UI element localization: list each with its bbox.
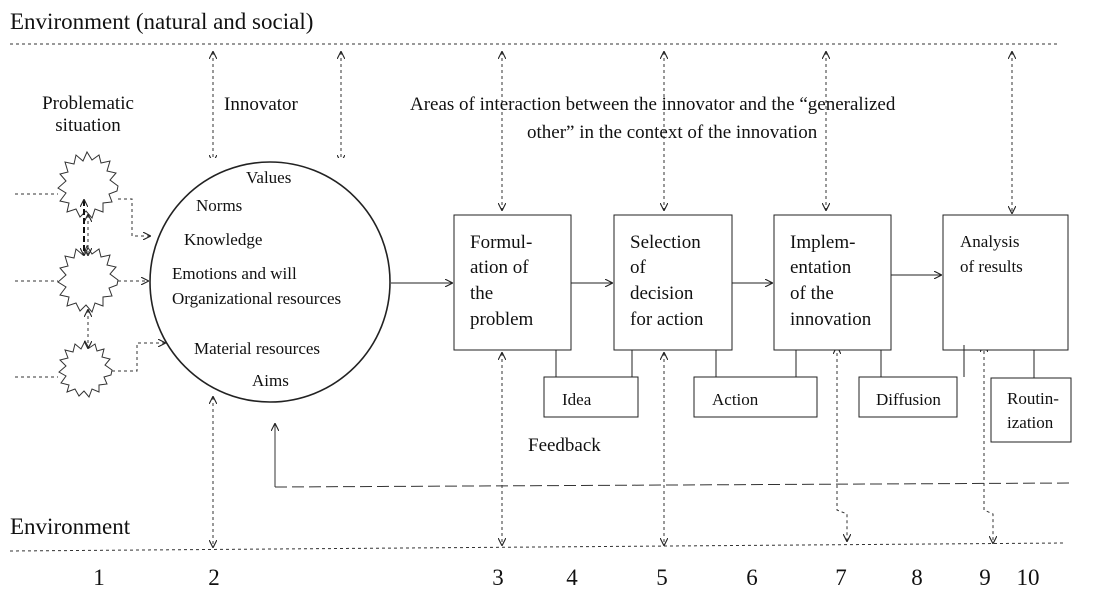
innovator-item-knowledge: Knowledge [184, 230, 263, 249]
output-idea-label: Idea [562, 390, 592, 409]
innovator-circle [149, 161, 391, 403]
column-number-8: 8 [911, 565, 923, 590]
innovator-item-org-resources: Organizational resources [172, 289, 342, 308]
column-number-4: 4 [566, 565, 578, 590]
innovator-item-values: Values [246, 168, 292, 187]
problematic-situation-label: Problematic situation [42, 93, 134, 136]
output-box-routinization [990, 377, 1072, 443]
output-box-diffusion [858, 376, 958, 418]
stage-box-implementation [773, 214, 892, 351]
starburst-middle [57, 244, 119, 313]
column-number-9: 9 [979, 565, 991, 590]
column-number-10: 10 [1016, 565, 1040, 590]
stage-box-analysis [942, 214, 1069, 351]
innovator-item-emotions: Emotions and will [172, 264, 297, 283]
feedback-line [274, 482, 1071, 488]
output-box-action [693, 376, 818, 418]
output-box-idea [543, 376, 639, 418]
innovator-item-material-resources: Material resources [194, 339, 321, 358]
bottom-environment-line [9, 542, 1066, 552]
stage-box-selection [613, 214, 733, 351]
bottom-environment-label: Environment [10, 514, 131, 539]
innovator-label: Innovator [224, 94, 298, 115]
areas-of-interaction-label-line2: other” in the context of the innovation [527, 122, 818, 143]
starburst-bottom [58, 339, 113, 398]
output-diffusion-label: Diffusion [876, 390, 941, 409]
top-environment-label: Environment (natural and social) [10, 9, 314, 34]
column-number-2: 2 [208, 565, 220, 590]
column-number-3: 3 [492, 565, 504, 590]
innovator-item-aims: Aims [252, 371, 289, 390]
stage-box-formulation [453, 214, 572, 351]
column-number-1: 1 [93, 565, 105, 590]
column-number-6: 6 [746, 565, 758, 590]
column-number-5: 5 [656, 565, 668, 590]
arrow-bottom-stage7 [837, 347, 847, 541]
starburst-top [57, 150, 119, 219]
innovator-item-norms: Norms [196, 196, 243, 215]
feedback-label: Feedback [528, 435, 601, 456]
areas-of-interaction-label-line1: Areas of interaction between the innovat… [410, 94, 896, 115]
output-action-label: Action [712, 390, 759, 409]
column-number-7: 7 [835, 565, 847, 590]
arrow-bottom-stage9 [984, 345, 993, 543]
